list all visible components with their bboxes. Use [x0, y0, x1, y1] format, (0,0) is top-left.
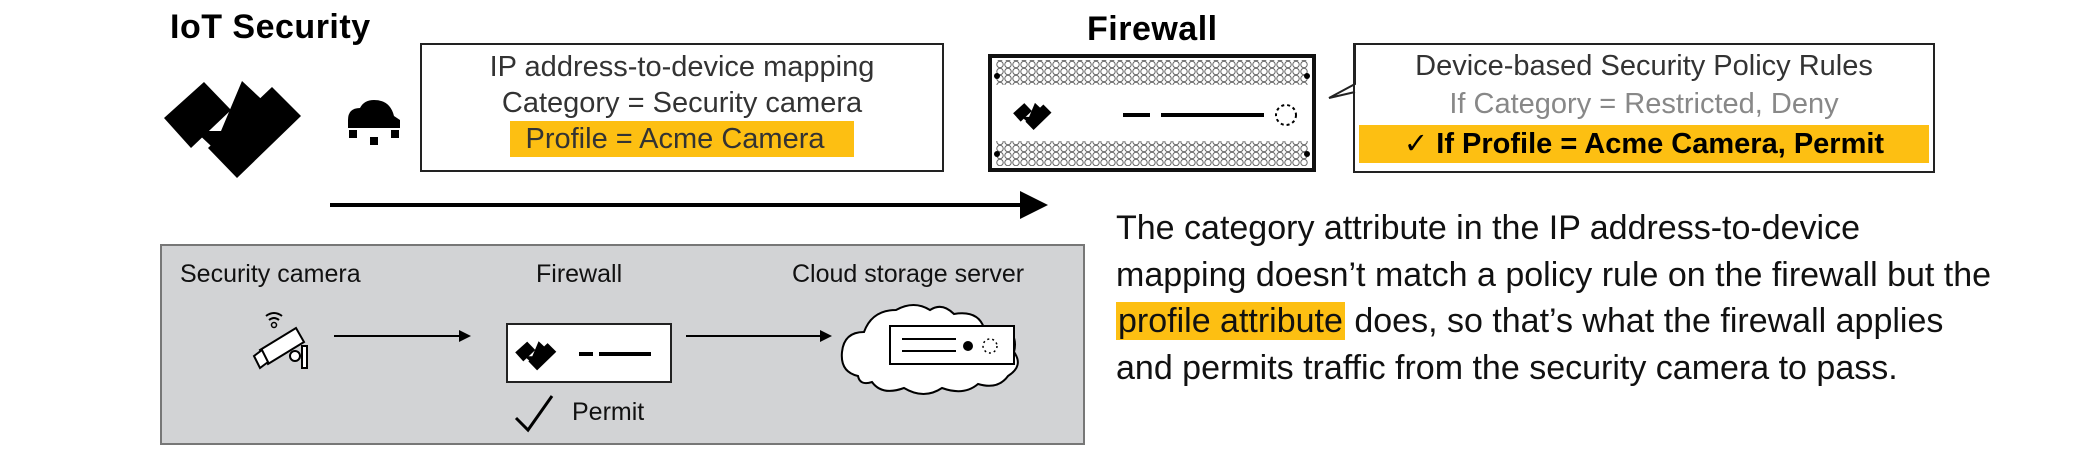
mapping-profile: Profile = Acme Camera [509, 121, 855, 157]
palo-alto-logo-icon [164, 81, 301, 178]
permit-label: Permit [572, 398, 645, 426]
iot-security-title: IoT Security [170, 8, 371, 46]
check-icon: ✓ [1403, 128, 1429, 160]
flow-arrow [330, 191, 1048, 219]
security-camera-label: Security camera [180, 260, 361, 288]
permit-check-icon [514, 395, 554, 433]
arrow-firewall-to-cloud [686, 330, 832, 342]
policy-rule-profile-permit: ✓ If Profile = Acme Camera, Permit [1359, 125, 1929, 163]
policy-rules-title: Device-based Security Policy Rules [1415, 50, 1873, 82]
policy-rule-category-deny: If Category = Restricted, Deny [1449, 88, 1839, 120]
arrow-camera-to-firewall [334, 330, 471, 342]
security-policy-rules-box: Device-based Security Policy Rules If Ca… [1353, 43, 1935, 173]
explanation-before: The category attribute in the IP address… [1116, 209, 1992, 294]
explanation-highlight: profile attribute [1116, 302, 1345, 340]
ip-device-mapping-box: IP address-to-device mapping Category = … [420, 43, 944, 172]
policy-rule-permit-text: If Profile = Acme Camera, Permit [1436, 128, 1885, 160]
traffic-flow-panel: Security camera Firewall Cloud storage s… [160, 244, 1085, 445]
firewall-title: Firewall [1087, 10, 1218, 48]
palo-alto-logo-icon [1013, 102, 1052, 131]
firewall-appliance-icon [988, 54, 1316, 172]
cloud-storage-server-label: Cloud storage server [792, 260, 1025, 288]
security-camera-icon [252, 312, 308, 370]
explanation-text: The category attribute in the IP address… [1116, 205, 1996, 391]
mapping-title: IP address-to-device mapping [489, 51, 875, 83]
iot-cloud-icon [348, 100, 400, 145]
cloud-storage-server-icon [840, 304, 1019, 395]
iot-security-logo [164, 81, 400, 178]
firewall-label: Firewall [536, 260, 623, 288]
callout-pointer [1328, 44, 1356, 99]
palo-alto-logo-icon [515, 341, 557, 371]
explanation-after: does, so that’s what the firewall applie… [1116, 302, 1944, 387]
firewall-device-icon [506, 323, 672, 383]
mapping-category: Category = Security camera [501, 87, 863, 119]
